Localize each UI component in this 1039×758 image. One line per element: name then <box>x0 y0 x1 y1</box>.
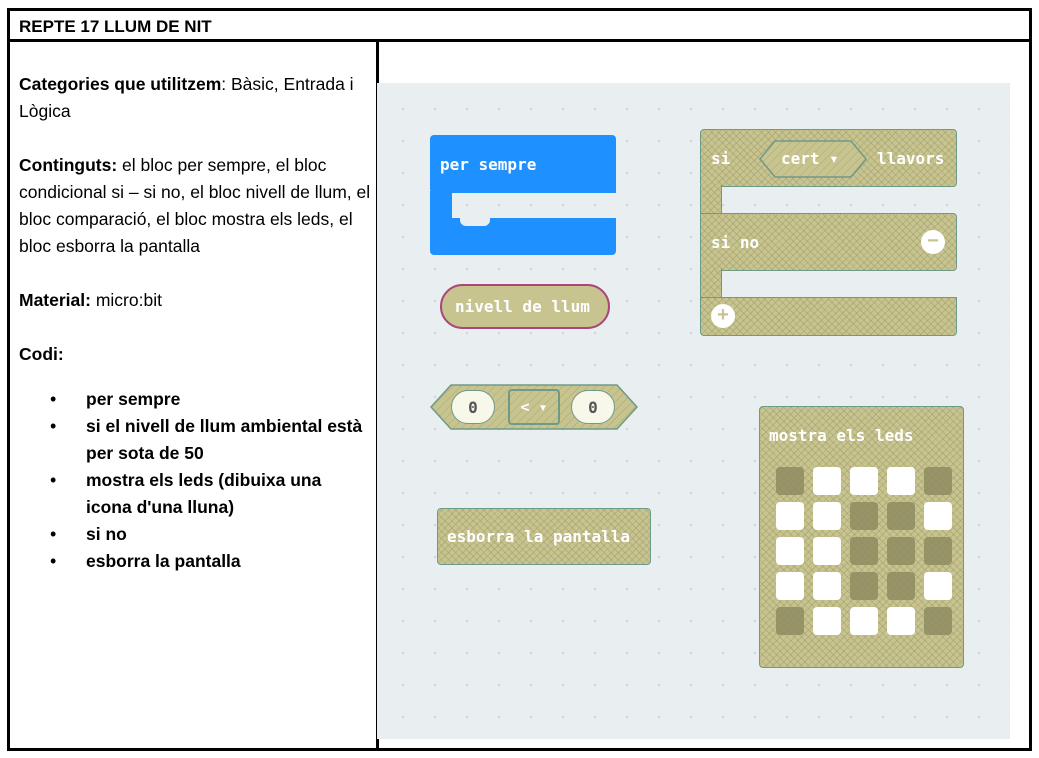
compare-left-input[interactable]: 0 <box>451 390 495 424</box>
code-list: per sempre si el nivell de llum ambienta… <box>19 386 371 575</box>
led-cell[interactable] <box>887 467 915 495</box>
led-cell[interactable] <box>850 607 878 635</box>
else-label: si no <box>711 233 760 252</box>
clear-screen-block[interactable]: esborra la pantalla <box>437 508 651 565</box>
led-cell[interactable] <box>924 607 952 635</box>
minus-circle-icon[interactable]: − <box>921 230 945 254</box>
material-paragraph: Material: micro:bit <box>19 287 371 314</box>
compare-right-input[interactable]: 0 <box>571 390 615 424</box>
led-cell[interactable] <box>850 502 878 530</box>
led-cell[interactable] <box>776 607 804 635</box>
light-level-block[interactable]: nivell de llum <box>440 284 610 329</box>
show-leds-block[interactable]: mostra els leds <box>759 406 964 668</box>
led-cell[interactable] <box>924 537 952 565</box>
led-cell[interactable] <box>813 467 841 495</box>
led-cell[interactable] <box>887 607 915 635</box>
page-title: REPTE 17 LLUM DE NIT <box>19 17 212 36</box>
material-label: Material: <box>19 290 91 310</box>
categories-value: Bàsic, Entrada i Lògica <box>19 74 354 121</box>
if-block-head[interactable]: si cert ▾ llavors <box>700 129 957 187</box>
then-label: llavors <box>877 149 945 168</box>
clear-screen-label: esborra la pantalla <box>447 527 631 546</box>
material-value: micro:bit <box>95 290 162 310</box>
led-cell[interactable] <box>887 537 915 565</box>
else-block-side[interactable] <box>700 269 722 299</box>
led-cell[interactable] <box>850 537 878 565</box>
title-row: REPTE 17 LLUM DE NIT <box>10 11 1029 42</box>
if-label: si <box>711 149 731 168</box>
instructions-panel: Categories que utilitzem: Bàsic, Entrada… <box>19 71 371 575</box>
list-item: esborra la pantalla <box>50 548 371 575</box>
led-cell[interactable] <box>776 572 804 600</box>
led-cell[interactable] <box>850 572 878 600</box>
forever-block-top[interactable]: per sempre <box>430 135 616 193</box>
contents-label: Continguts: <box>19 155 118 175</box>
led-cell[interactable] <box>887 572 915 600</box>
condition-shape <box>759 140 867 178</box>
if-condition-slot[interactable]: cert ▾ <box>759 140 867 178</box>
led-cell[interactable] <box>924 467 952 495</box>
if-block-side[interactable] <box>700 185 722 215</box>
if-block-bottom[interactable]: + <box>700 297 957 336</box>
contents-paragraph: Continguts: el bloc per sempre, el bloc … <box>19 152 371 260</box>
code-label: Codi: <box>19 344 64 364</box>
led-grid[interactable] <box>776 467 956 647</box>
led-cell[interactable] <box>813 537 841 565</box>
forever-label: per sempre <box>440 155 537 174</box>
else-row[interactable]: si no − <box>700 213 957 271</box>
led-cell[interactable] <box>776 502 804 530</box>
led-cell[interactable] <box>813 572 841 600</box>
led-cell[interactable] <box>813 607 841 635</box>
list-item: mostra els leds (dibuixa una icona d'una… <box>50 467 371 521</box>
condition-value: cert ▾ <box>781 149 839 168</box>
led-cell[interactable] <box>776 467 804 495</box>
list-item: si el nivell de llum ambiental està per … <box>50 413 371 467</box>
list-item: si no <box>50 521 371 548</box>
led-cell[interactable] <box>924 572 952 600</box>
led-cell[interactable] <box>776 537 804 565</box>
code-paragraph: Codi: <box>19 341 371 368</box>
led-cell[interactable] <box>813 502 841 530</box>
list-item: per sempre <box>50 386 371 413</box>
show-leds-label: mostra els leds <box>769 426 914 445</box>
block-notch <box>460 218 490 226</box>
categories-paragraph: Categories que utilitzem: Bàsic, Entrada… <box>19 74 354 121</box>
plus-circle-icon[interactable]: + <box>711 304 735 328</box>
light-level-label: nivell de llum <box>455 297 590 316</box>
worksheet-frame: REPTE 17 LLUM DE NIT Categories que util… <box>7 8 1032 751</box>
categories-label: Categories que utilitzem <box>19 74 222 94</box>
forever-block-side[interactable] <box>430 191 452 221</box>
led-cell[interactable] <box>887 502 915 530</box>
contents-value: el bloc per sempre, el bloc condicional … <box>19 155 371 256</box>
comparison-block[interactable]: 0 < ▾ 0 <box>429 384 639 430</box>
led-cell[interactable] <box>924 502 952 530</box>
blocks-workspace[interactable]: per sempre nivell de llum 0 < ▾ 0 esborr… <box>377 83 1010 739</box>
led-cell[interactable] <box>850 467 878 495</box>
forever-block-bottom[interactable] <box>430 218 616 255</box>
compare-operator-dropdown[interactable]: < ▾ <box>508 389 560 425</box>
